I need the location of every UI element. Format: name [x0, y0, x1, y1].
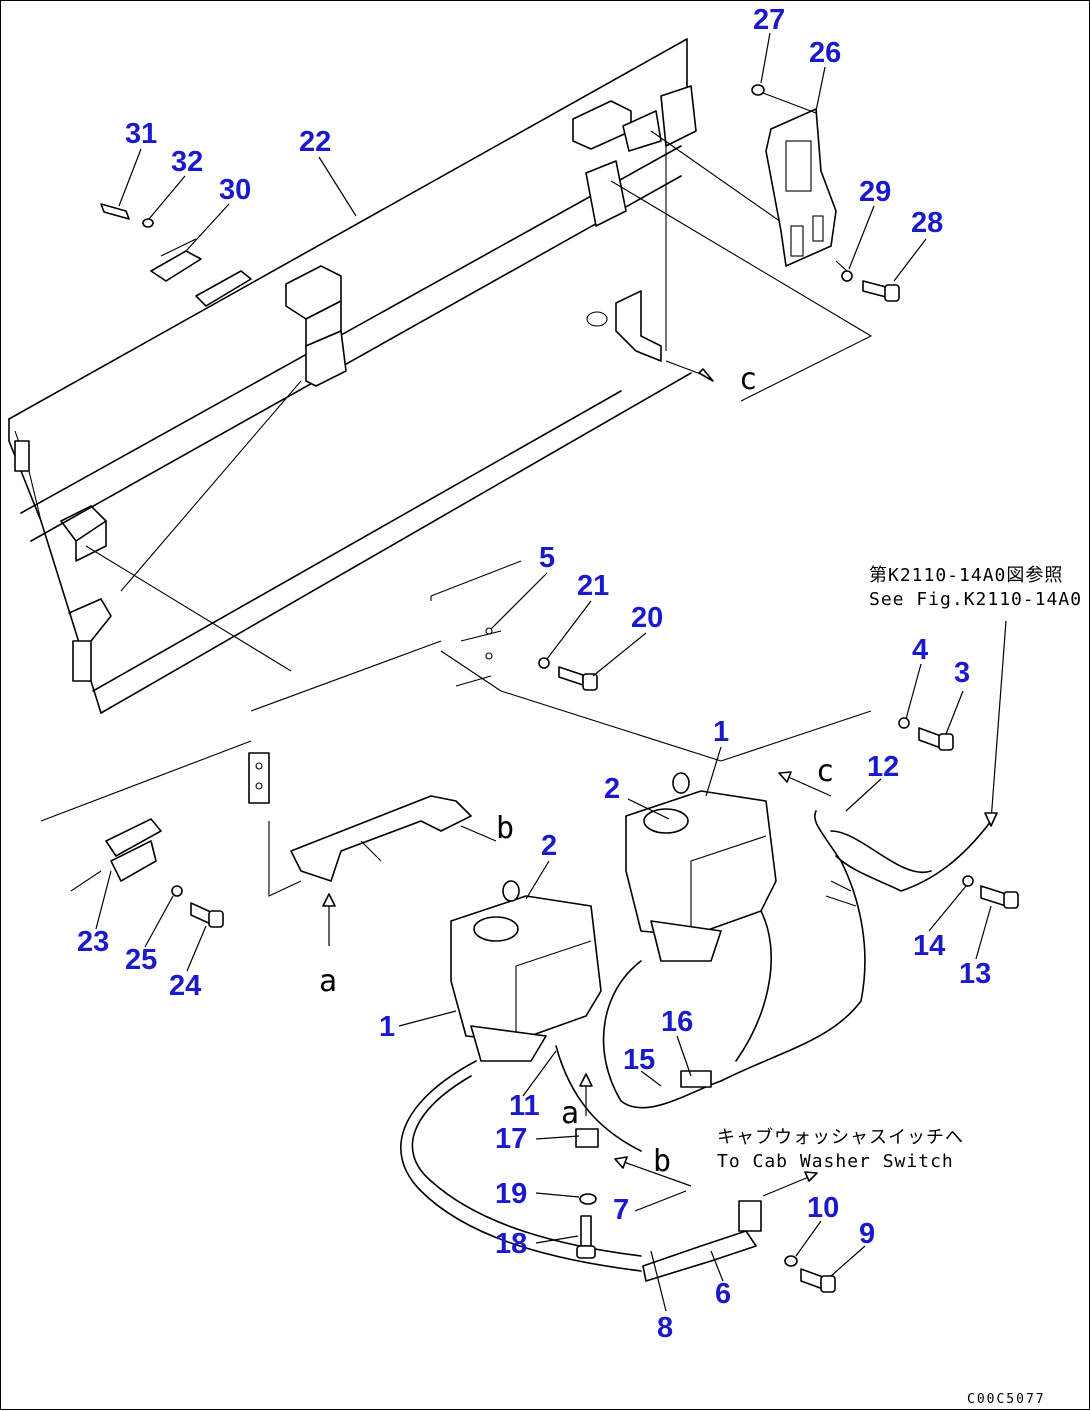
view-letter-c-mid: c	[816, 754, 834, 789]
bolt-28	[835, 260, 900, 302]
view-letter-a-left: a	[319, 964, 337, 999]
callout-13: 13	[959, 958, 991, 990]
ref-note-en: See Fig.K2110-14A0	[869, 589, 1082, 610]
callout-2-upper: 2	[604, 773, 620, 805]
callout-28: 28	[911, 207, 943, 239]
callout-31: 31	[125, 118, 157, 150]
switch-note-jp: キャブウォッシャスイッチへ	[717, 1126, 964, 1148]
callout-25: 25	[125, 944, 157, 976]
callout-19: 19	[495, 1178, 527, 1210]
bolt-9	[784, 1255, 836, 1293]
callout-30: 30	[219, 174, 251, 206]
view-letter-b-lower: b	[653, 1144, 671, 1179]
bolt-13	[962, 875, 1019, 909]
callout-3: 3	[954, 657, 970, 689]
view-letter-c-top: c	[739, 362, 757, 397]
callout-9: 9	[859, 1218, 875, 1250]
callout-16: 16	[661, 1006, 693, 1038]
callout-leaders	[95, 32, 992, 1312]
callout-24: 24	[169, 970, 201, 1002]
callout-23: 23	[77, 926, 109, 958]
callout-5: 5	[539, 542, 555, 574]
callout-29: 29	[859, 176, 891, 208]
callout-10: 10	[807, 1192, 839, 1224]
callout-11: 11	[509, 1090, 540, 1122]
callout-21: 21	[577, 570, 609, 602]
callout-8: 8	[657, 1312, 673, 1344]
callout-20: 20	[631, 602, 663, 634]
cover-panel	[8, 38, 692, 714]
hinge-blocks	[85, 85, 873, 672]
callout-18: 18	[495, 1228, 527, 1260]
callout-26: 26	[809, 37, 841, 69]
lower-bracket	[586, 290, 714, 382]
callout-17: 17	[495, 1123, 527, 1155]
callout-1-lower: 1	[379, 1011, 395, 1043]
callout-6: 6	[715, 1278, 731, 1310]
callout-2-lower: 2	[541, 830, 557, 862]
view-letter-b-upper: b	[496, 811, 514, 846]
callout-32: 32	[171, 146, 203, 178]
callout-4: 4	[912, 634, 928, 666]
view-arrows	[579, 620, 1007, 1197]
bracket-23	[70, 818, 224, 928]
callout-27: 27	[753, 4, 785, 36]
mid-plate	[40, 560, 872, 822]
bracket-26	[751, 84, 837, 267]
bolt-18	[576, 1193, 597, 1259]
ref-note-jp: 第K2110-14A0図参照	[869, 565, 1063, 586]
washer-hoses	[400, 810, 992, 1282]
bolt-3	[898, 717, 954, 751]
view-letters: c c b a a b	[319, 362, 834, 1179]
callout-12: 12	[867, 751, 899, 783]
switch-note-en: To Cab Washer Switch	[717, 1151, 954, 1172]
callout-22: 22	[299, 126, 331, 158]
callout-7: 7	[613, 1194, 629, 1226]
view-letter-a-mid: a	[561, 1096, 579, 1131]
callout-14: 14	[913, 930, 945, 962]
bracket-30	[100, 203, 252, 307]
callout-15: 15	[623, 1044, 655, 1076]
reference-notes: 第K2110-14A0図参照 See Fig.K2110-14A0 キャブウォッ…	[717, 565, 1082, 1172]
callout-numbers: 27 26 31 32 22 30 29 28 5 21 20 4 3 1 2 …	[77, 4, 991, 1344]
tank-bracket	[248, 752, 497, 946]
figure-code: C00C5077	[967, 1392, 1046, 1407]
washer-tank-upper	[625, 772, 777, 962]
callout-1-upper: 1	[713, 716, 729, 748]
washer-tank-lower	[450, 880, 602, 1062]
